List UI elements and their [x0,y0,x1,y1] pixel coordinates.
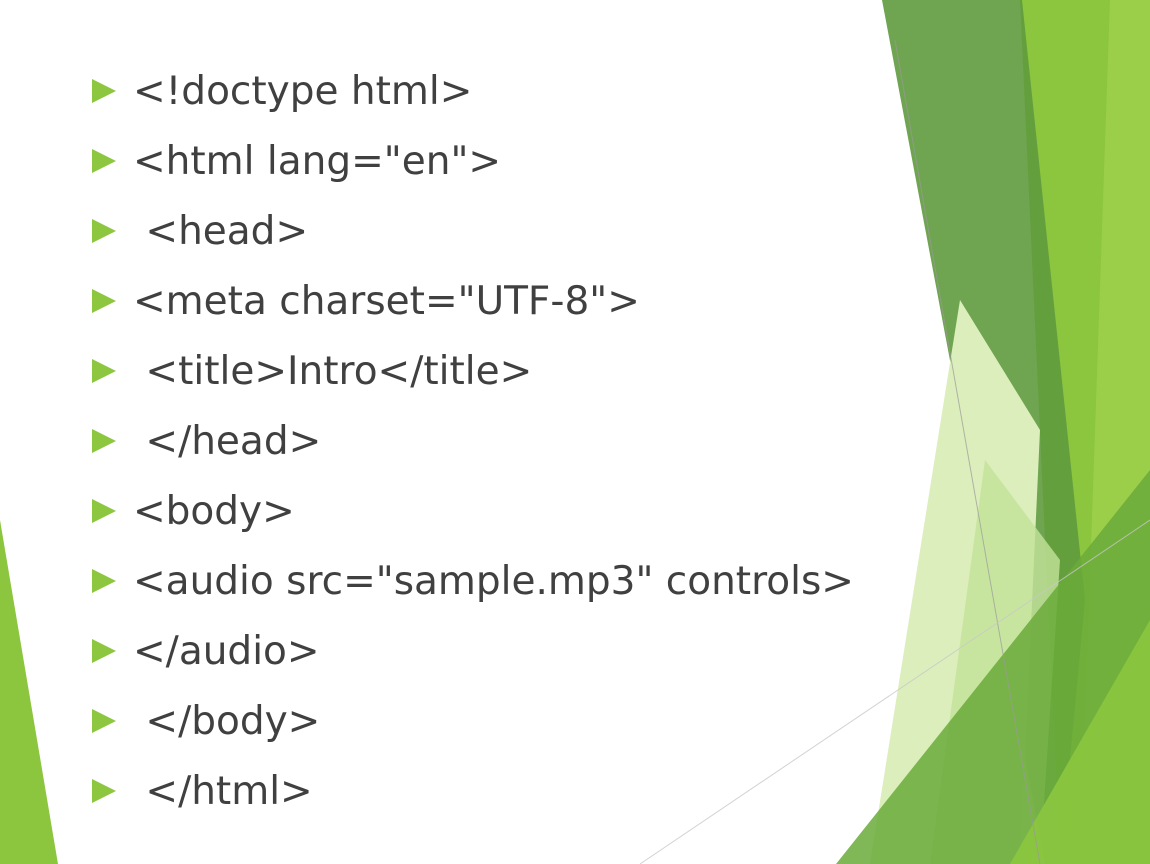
triangle-right-icon [92,219,116,243]
bullet-text: <audio src="sample.mp3" controls> [133,558,854,604]
triangle-right-icon [92,79,116,103]
list-item: </html> [90,756,854,826]
triangle-right-icon [92,499,116,523]
bullet-text: <title>Intro</title> [133,348,533,394]
bullet-text: <!doctype html> [133,68,473,114]
triangle-right-icon [92,359,116,383]
bullet-text: </body> [133,698,321,744]
bullet-text: </html> [133,768,313,814]
list-item: <html lang="en"> [90,126,854,196]
list-item: </body> [90,686,854,756]
triangle-right-icon [92,639,116,663]
triangle-right-icon [92,289,116,313]
list-item: <meta charset="UTF-8"> [90,266,854,336]
triangle-right-icon [92,779,116,803]
list-item: <audio src="sample.mp3" controls> [90,546,854,616]
list-item: </audio> [90,616,854,686]
triangle-right-icon [92,709,116,733]
bullet-text: </audio> [133,628,320,674]
bullet-text: <head> [133,208,309,254]
bullet-text: <meta charset="UTF-8"> [133,278,640,324]
list-item: <!doctype html> [90,56,854,126]
triangle-right-icon [92,569,116,593]
list-item: <head> [90,196,854,266]
triangle-right-icon [92,429,116,453]
bullet-text: <body> [133,488,295,534]
bullet-text: <html lang="en"> [133,138,502,184]
triangle-right-icon [92,149,116,173]
list-item: </head> [90,406,854,476]
bullet-list: <!doctype html> <html lang="en"> <head> … [90,56,854,826]
list-item: <title>Intro</title> [90,336,854,406]
list-item: <body> [90,476,854,546]
bullet-text: </head> [133,418,322,464]
